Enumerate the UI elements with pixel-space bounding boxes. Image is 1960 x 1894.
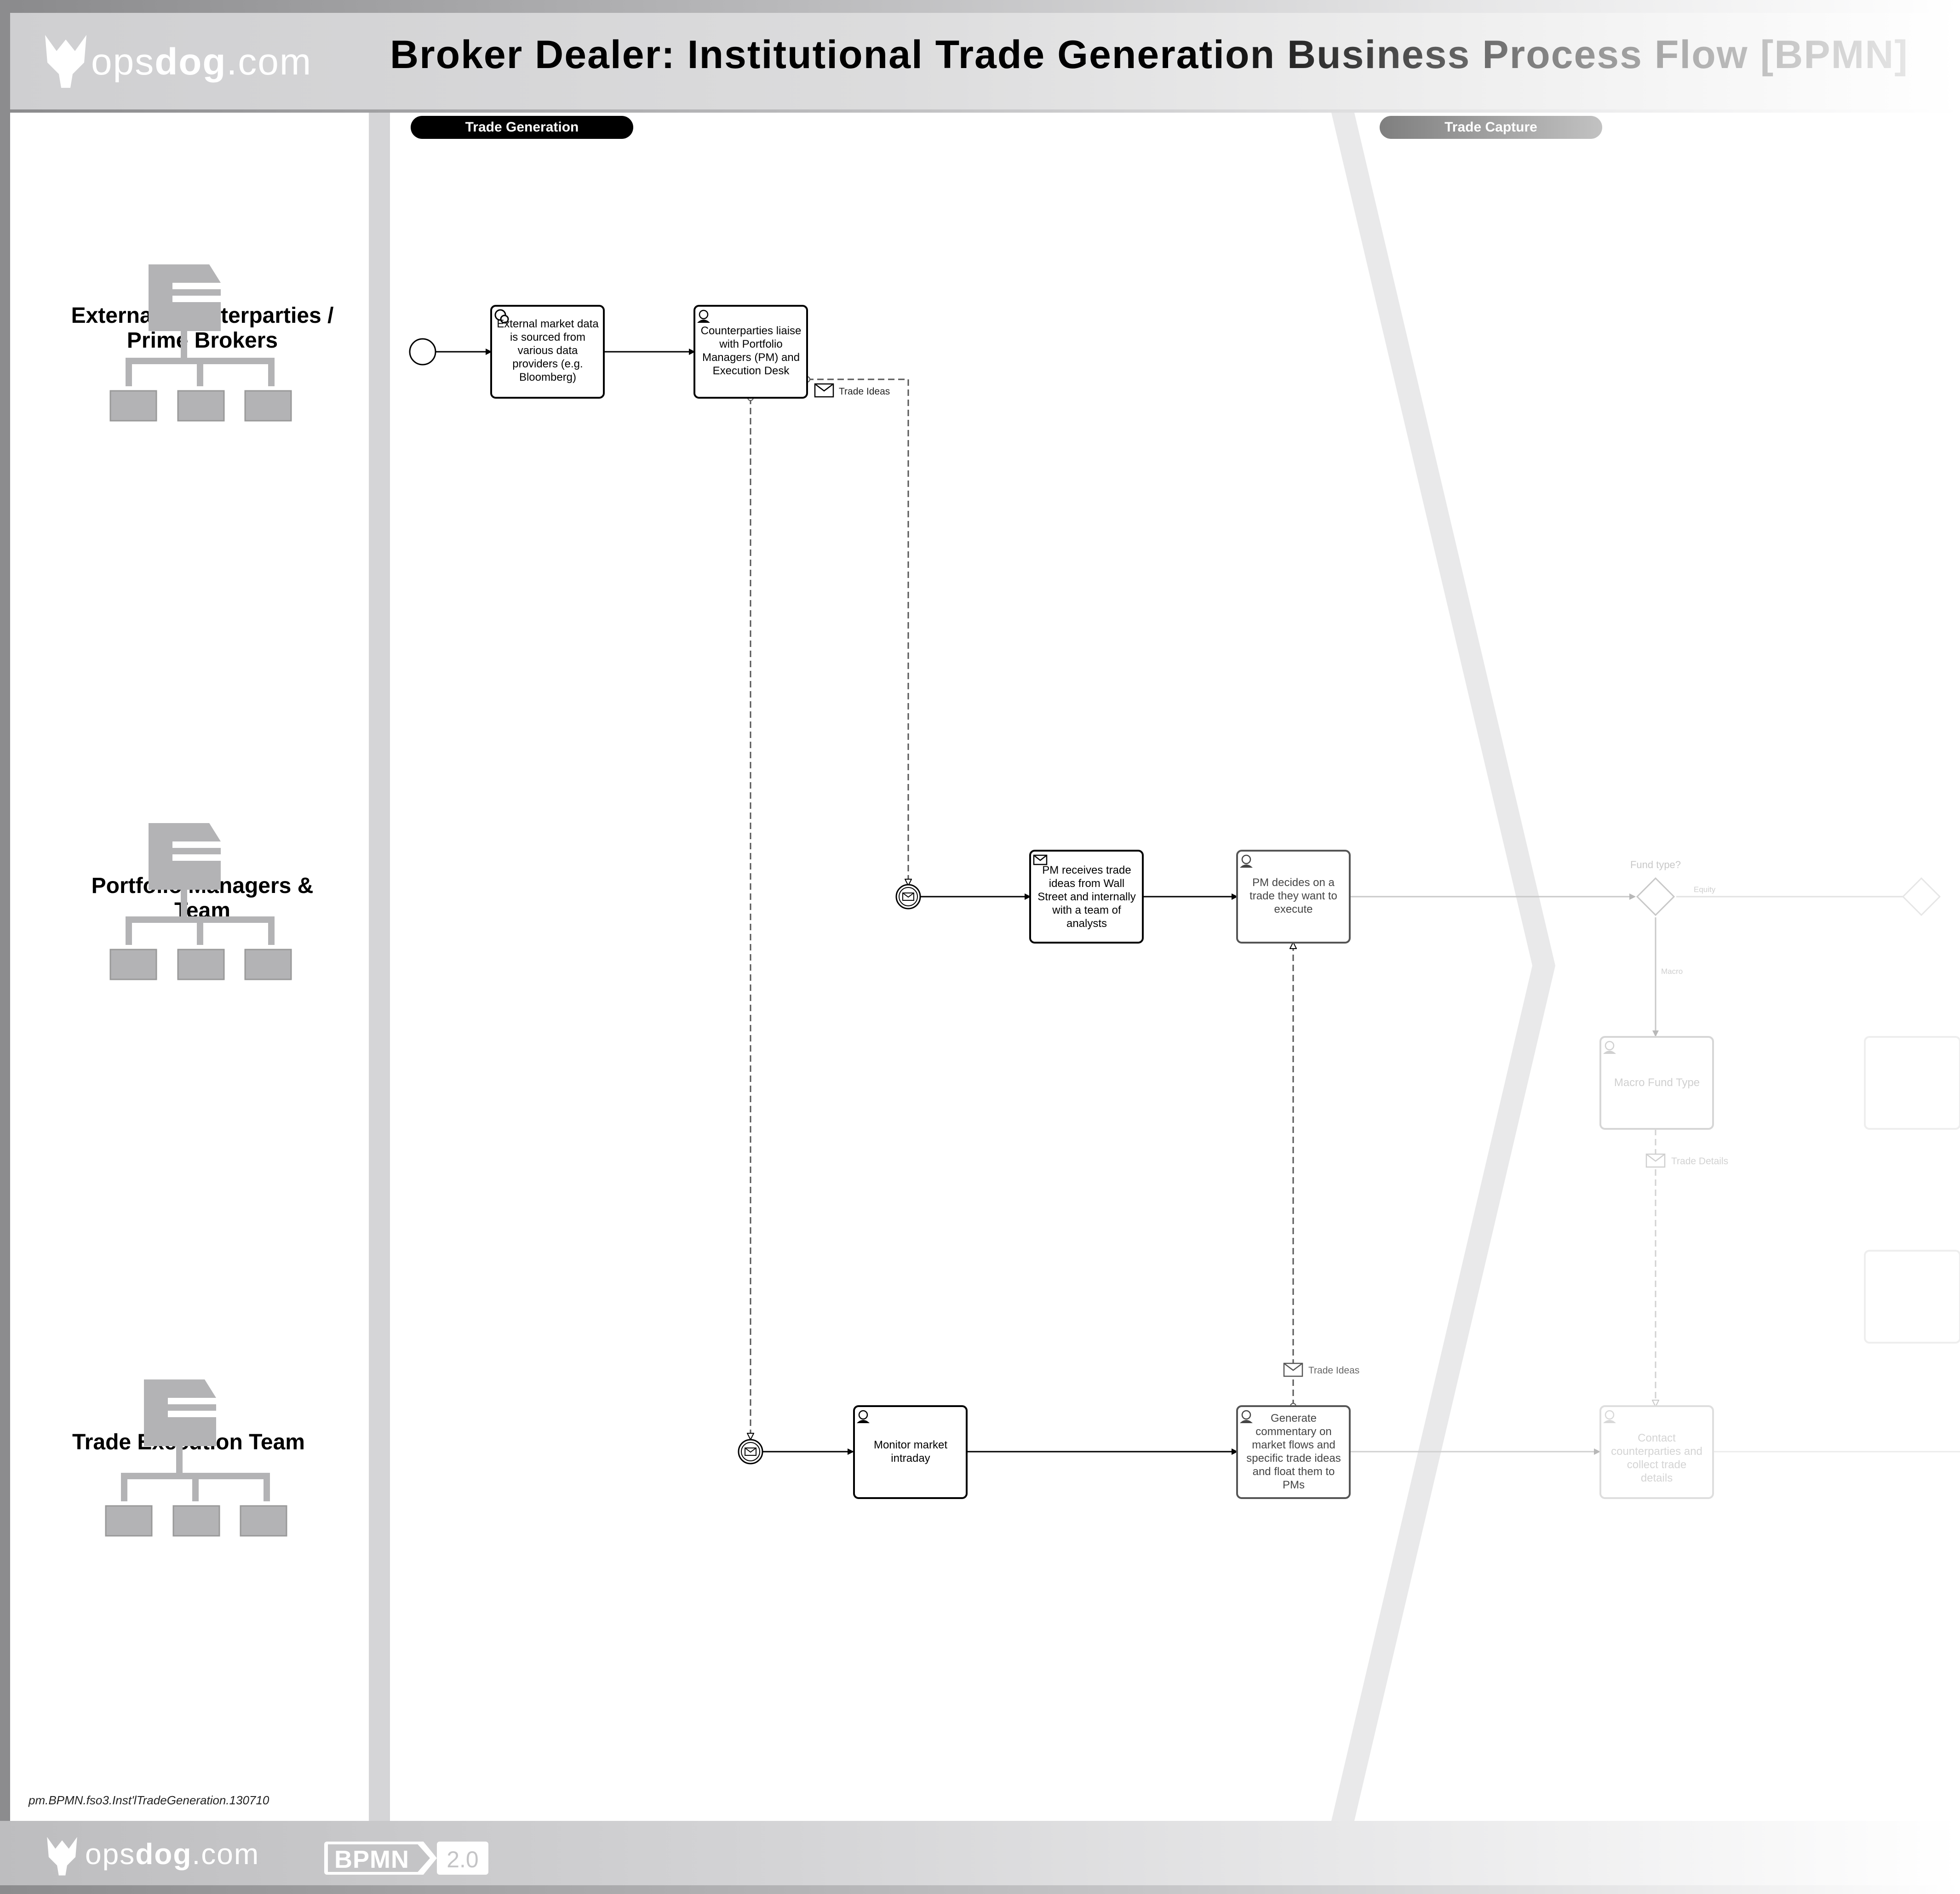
task-label-counterparties-liaise: Counterparties liaise with Portfolio Man…	[700, 325, 802, 377]
exclusive-gateway	[1636, 877, 1675, 916]
task-label-monitor-market: Monitor market intraday	[873, 1439, 948, 1465]
bpmn-version: 2.0	[447, 1847, 479, 1872]
gateway-branch-macro: Macro	[1661, 967, 1683, 976]
user-task-icon	[1240, 1410, 1253, 1423]
message-flow	[807, 378, 908, 885]
header-panel	[10, 13, 1960, 109]
task-counterparties-liaise	[693, 305, 808, 399]
task-macro-fund-type	[1599, 1036, 1714, 1130]
message-label-trade-ideas: Trade Ideas	[1308, 1365, 1359, 1376]
diagram-code: pm.BPMN.fso3.Inst'lTradeGeneration.13071…	[29, 1793, 269, 1807]
footer-logo-text: opsdog.com	[85, 1837, 259, 1871]
phase-trade-generation: Trade Generation	[411, 116, 633, 139]
user-task-icon	[697, 309, 710, 323]
task-contact-counterparties	[1599, 1405, 1714, 1499]
task-label-external-market-data: External market data is sourced from var…	[497, 318, 599, 383]
logo-ops: ops	[91, 41, 155, 83]
bpmn-badge-label: BPMN	[334, 1846, 409, 1873]
footer-bar	[0, 1821, 1960, 1894]
phase-trade-capture: Trade Capture	[1380, 116, 1602, 139]
service-task-icon	[494, 309, 509, 324]
task-external-market-data	[490, 305, 605, 399]
faded-task-box	[1864, 1036, 1960, 1130]
gateway-label: Fund type?	[1630, 859, 1681, 870]
task-label-contact-counterparties: Contact counterparties and collect trade…	[1611, 1432, 1702, 1484]
logo-dog: dog	[135, 1837, 192, 1871]
message-flows	[751, 378, 1293, 1439]
bpmn-version-box	[437, 1842, 488, 1875]
message-envelope-icon	[1283, 1362, 1303, 1377]
task-label-macro-fund-type: Macro Fund Type	[1614, 1076, 1700, 1089]
lane-separator	[369, 113, 390, 1821]
message-envelope-icon	[1645, 1153, 1666, 1168]
process-canvas	[390, 113, 1960, 1821]
bpmn-badge-inner	[328, 1844, 430, 1872]
logo-com: .com	[192, 1837, 260, 1871]
message-envelope-icon	[814, 383, 834, 398]
gateway-branch-equity: Equity	[1694, 885, 1716, 894]
left-frame	[0, 0, 10, 1894]
receive-task-icon	[1033, 854, 1048, 865]
header-logo	[40, 30, 91, 92]
org-chart-icon	[109, 264, 292, 422]
task-label-pm-receives: PM receives trade ideas from Wall Street…	[1037, 864, 1136, 930]
task-pm-receives	[1029, 850, 1144, 944]
org-chart-icon	[105, 1379, 287, 1537]
sequence-flows	[436, 349, 1238, 1455]
user-task-icon	[1240, 854, 1253, 868]
header-logo-text: opsdog.com	[91, 40, 312, 84]
logo-dog: dog	[155, 41, 227, 83]
user-task-icon	[1603, 1410, 1616, 1423]
exclusive-gateway	[1902, 877, 1941, 916]
org-chart-icon	[109, 823, 292, 980]
user-task-icon	[857, 1410, 870, 1423]
dog-logo-icon	[45, 35, 86, 88]
start-event	[409, 338, 436, 366]
message-label-trade-details: Trade Details	[1671, 1156, 1728, 1167]
dog-logo-icon	[47, 1837, 77, 1876]
footer-logo	[44, 1832, 80, 1881]
task-label-generate-commentary: Generate commentary on market flows and …	[1246, 1412, 1341, 1491]
footer-line	[0, 1885, 1960, 1894]
task-monitor-market	[853, 1405, 968, 1499]
faded-task-box	[1864, 1250, 1960, 1344]
task-pm-decides	[1236, 850, 1351, 944]
message-catch-event	[738, 1439, 763, 1465]
task-label-pm-decides: PM decides on a trade they want to execu…	[1249, 876, 1337, 916]
message-catch-event	[895, 884, 921, 910]
task-generate-commentary	[1236, 1405, 1351, 1499]
message-label-trade-ideas: Trade Ideas	[839, 386, 890, 397]
faded-flows	[808, 351, 1960, 1455]
user-task-icon	[1603, 1041, 1616, 1054]
logo-com: .com	[226, 41, 312, 83]
page-title: Broker Dealer: Institutional Trade Gener…	[390, 33, 1909, 77]
phase-boundary-chevron	[1331, 113, 1555, 1821]
logo-ops: ops	[85, 1837, 136, 1871]
